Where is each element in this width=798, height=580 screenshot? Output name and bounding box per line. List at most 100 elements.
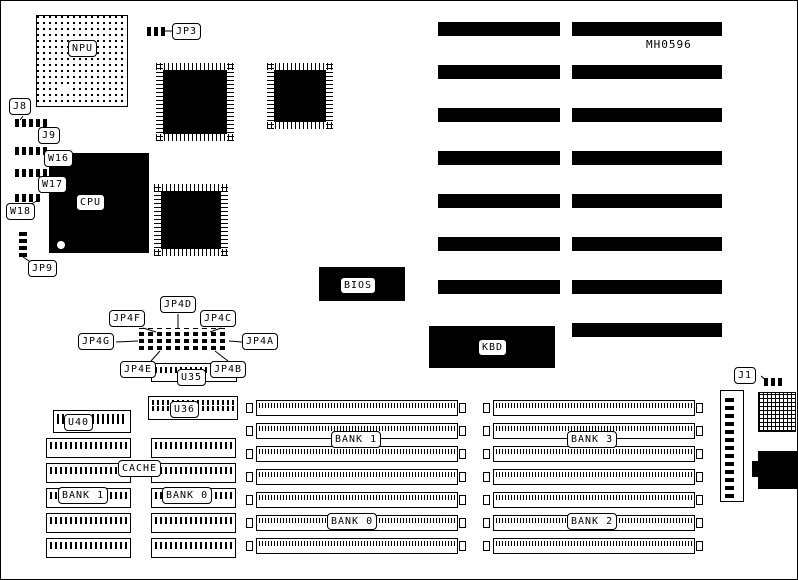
expansion-slot-right bbox=[572, 237, 722, 251]
expansion-slot-right bbox=[572, 151, 722, 165]
jp4a-label: JP4A bbox=[242, 333, 279, 350]
aux-connector bbox=[758, 451, 797, 489]
expansion-slot-right bbox=[572, 65, 722, 79]
bios-label: BIOS bbox=[340, 277, 377, 294]
simm-socket-pad bbox=[459, 426, 466, 436]
simm-bank2-label: BANK 2 bbox=[567, 513, 618, 530]
u35-label: U35 bbox=[177, 369, 207, 386]
cache-socket bbox=[151, 538, 236, 558]
expansion-slot-left bbox=[438, 194, 560, 208]
simm-socket bbox=[256, 492, 458, 508]
cache-socket bbox=[151, 463, 236, 483]
qfp-chip bbox=[267, 63, 333, 129]
simm-socket-pad bbox=[246, 449, 253, 459]
npu-pin1-marker bbox=[60, 85, 69, 94]
expansion-slot-left bbox=[438, 22, 560, 36]
qfp-chip bbox=[156, 63, 234, 141]
jp4g-label: JP4G bbox=[78, 333, 115, 350]
jp4-jumper bbox=[157, 328, 162, 350]
w18-label: W18 bbox=[6, 203, 36, 220]
simm-socket-pad bbox=[246, 541, 253, 551]
jp4f-label: JP4F bbox=[109, 310, 146, 327]
simm-socket-pad bbox=[696, 518, 703, 528]
jp4-jumper bbox=[184, 328, 189, 350]
power-connector bbox=[720, 390, 744, 502]
jp4-jumper bbox=[166, 328, 171, 350]
cache-socket bbox=[151, 438, 236, 458]
simm-socket-pad bbox=[246, 472, 253, 482]
expansion-slot-left bbox=[438, 65, 560, 79]
jp3-label: JP3 bbox=[172, 23, 202, 40]
w18-jumper bbox=[15, 194, 41, 202]
jp4-jumper bbox=[193, 328, 198, 350]
cache-bank1-label: BANK 1 bbox=[58, 487, 109, 504]
jp4e-label: JP4E bbox=[120, 361, 157, 378]
jp9-jumper bbox=[19, 229, 27, 257]
simm-socket-pad bbox=[459, 541, 466, 551]
jp4-jumper bbox=[202, 328, 207, 350]
j1-jumper bbox=[764, 378, 782, 386]
expansion-slot-left bbox=[438, 151, 560, 165]
expansion-slot-right bbox=[572, 323, 722, 337]
jp4-jumper bbox=[175, 328, 180, 350]
simm-socket-pad bbox=[696, 495, 703, 505]
cache-socket bbox=[151, 513, 236, 533]
qfp-chip bbox=[154, 184, 228, 256]
simm-socket-pad bbox=[696, 449, 703, 459]
w16-jumper bbox=[15, 169, 49, 177]
cache-label: CACHE bbox=[118, 460, 162, 477]
board-part-number: MH0596 bbox=[646, 38, 692, 51]
cpu-pin1-marker bbox=[57, 241, 65, 249]
jp4-jumper bbox=[148, 328, 153, 350]
cache-socket bbox=[46, 438, 131, 458]
expansion-slot-left bbox=[438, 108, 560, 122]
simm-socket-pad bbox=[696, 541, 703, 551]
expansion-slot-right bbox=[572, 280, 722, 294]
simm-socket bbox=[493, 446, 695, 462]
simm-bank1-label: BANK 1 bbox=[331, 431, 382, 448]
j8-label: J8 bbox=[9, 98, 32, 115]
simm-bank3-label: BANK 3 bbox=[567, 431, 618, 448]
simm-bank0-label: BANK 0 bbox=[327, 513, 378, 530]
npu-label: NPU bbox=[68, 40, 98, 57]
simm-socket-pad bbox=[696, 472, 703, 482]
cpu-label: CPU bbox=[76, 194, 106, 211]
jp4-jumper bbox=[211, 328, 216, 350]
expansion-slot-left bbox=[438, 280, 560, 294]
j9-label: J9 bbox=[38, 127, 61, 144]
j1-label: J1 bbox=[734, 367, 757, 384]
simm-socket-pad bbox=[246, 518, 253, 528]
u36-label: U36 bbox=[170, 401, 200, 418]
simm-socket-pad bbox=[483, 426, 490, 436]
expansion-slot-right bbox=[572, 194, 722, 208]
keyboard-connector bbox=[758, 392, 796, 432]
w17-label: W17 bbox=[38, 176, 68, 193]
simm-socket bbox=[493, 469, 695, 485]
simm-socket-pad bbox=[483, 518, 490, 528]
simm-socket-pad bbox=[483, 449, 490, 459]
w16-label: W16 bbox=[44, 150, 74, 167]
cache-socket bbox=[46, 538, 131, 558]
npu-socket bbox=[36, 15, 128, 107]
simm-socket-pad bbox=[459, 518, 466, 528]
jp4-jumper bbox=[139, 328, 144, 350]
simm-socket bbox=[493, 538, 695, 554]
jp4c-label: JP4C bbox=[200, 310, 237, 327]
simm-socket-pad bbox=[696, 403, 703, 413]
simm-socket-pad bbox=[483, 541, 490, 551]
simm-socket bbox=[493, 492, 695, 508]
expansion-slot-left bbox=[438, 237, 560, 251]
simm-socket-pad bbox=[483, 403, 490, 413]
cache-socket bbox=[46, 463, 131, 483]
simm-socket bbox=[493, 400, 695, 416]
j8-jumper bbox=[15, 119, 49, 127]
cache-socket bbox=[46, 513, 131, 533]
aux-connector-tab bbox=[752, 461, 760, 477]
simm-socket-pad bbox=[483, 495, 490, 505]
jp3-jumper bbox=[147, 27, 165, 36]
simm-socket-pad bbox=[246, 426, 253, 436]
simm-socket-pad bbox=[246, 403, 253, 413]
simm-socket-pad bbox=[483, 472, 490, 482]
